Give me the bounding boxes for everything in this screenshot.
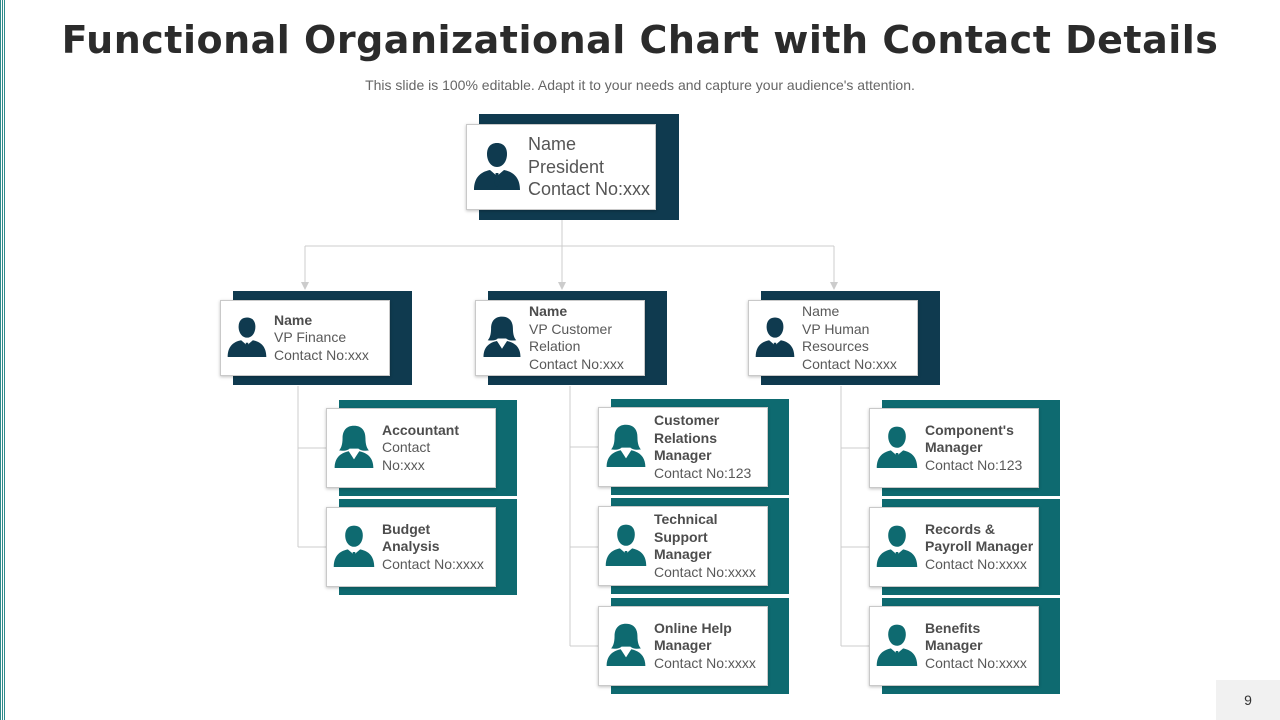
card-online-help-manager: Online Help Manager Contact No:xxxx (598, 598, 789, 694)
male-person-icon (604, 522, 648, 571)
card-face: Name President Contact No:xxx (466, 124, 656, 210)
female-person-icon (332, 424, 376, 473)
card-vp-finance: Name VP Finance Contact No:xxx (220, 291, 412, 385)
card-text: Customer Relations Manager Contact No:12… (654, 412, 751, 482)
card-face: Name VP Human Resources Contact No:xxx (748, 300, 918, 376)
rpm-contact: Contact No:xxxx (925, 555, 1027, 572)
card-president: Name President Contact No:xxx (466, 114, 679, 220)
crm-title-line-3: Manager (654, 447, 712, 463)
tsm-title-line-1: Technical (654, 511, 718, 527)
tsm-title-line-3: Manager (654, 546, 712, 562)
vp-customer-role-line-1: VP Customer (529, 320, 612, 337)
card-text: Online Help Manager Contact No:xxxx (654, 620, 756, 673)
crm-title-line-1: Customer (654, 412, 720, 428)
card-text: Accountant Contact No:xxx (382, 422, 459, 475)
cm-title-line-2: Manager (925, 439, 983, 456)
vp-finance-contact: Contact No:xxx (274, 346, 369, 363)
male-person-icon (332, 523, 376, 572)
cm-title-line-1: Component's (925, 421, 1014, 438)
vp-hr-role-line-1: VP Human (802, 320, 870, 337)
president-name: Name (528, 134, 577, 155)
ohm-title-line-2: Manager (654, 637, 712, 654)
card-face: Technical Support Manager Contact No:xxx… (598, 506, 768, 586)
crm-contact: Contact No:123 (654, 464, 752, 481)
card-accountant: Accountant Contact No:xxx (326, 400, 517, 496)
card-components-manager: Component's Manager Contact No:123 (869, 400, 1060, 496)
card-text: Budget Analysis Contact No:xxxx (382, 521, 484, 574)
card-technical-support-manager: Technical Support Manager Contact No:xxx… (598, 498, 789, 594)
vp-hr-role-line-2: Resources (802, 338, 869, 354)
card-face: Customer Relations Manager Contact No:12… (598, 407, 768, 487)
card-vp-human-resources: Name VP Human Resources Contact No:xxx (748, 291, 940, 385)
rpm-title-line-1: Records & (925, 520, 996, 537)
card-budget-analysis: Budget Analysis Contact No:xxxx (326, 499, 517, 595)
accountant-contact-line-1: Contact (382, 439, 431, 456)
bm-title-line-2: Manager (925, 637, 983, 654)
card-customer-relations-manager: Customer Relations Manager Contact No:12… (598, 399, 789, 495)
vp-customer-contact: Contact No:xxx (529, 355, 624, 372)
cm-contact: Contact No:123 (925, 456, 1023, 473)
accountant-contact-line-2: No:xxx (382, 456, 425, 473)
budget-contact: Contact No:xxxx (382, 555, 484, 572)
male-person-icon (472, 140, 522, 195)
card-face: Accountant Contact No:xxx (326, 408, 496, 488)
female-person-icon (604, 622, 648, 671)
male-person-icon (754, 315, 796, 362)
female-person-icon (604, 423, 648, 472)
accountant-title: Accountant (382, 421, 459, 438)
vp-customer-name: Name (529, 303, 568, 319)
card-benefits-manager: Benefits Manager Contact No:xxxx (869, 598, 1060, 694)
card-text: Name VP Human Resources Contact No:xxx (802, 303, 897, 373)
tsm-title-line-2: Support (654, 528, 708, 545)
card-face: Records & Payroll Manager Contact No:xxx… (869, 507, 1039, 587)
card-face: Name VP Finance Contact No:xxx (220, 300, 390, 376)
bm-title-line-1: Benefits (925, 619, 981, 636)
card-text: Benefits Manager Contact No:xxxx (925, 620, 1027, 673)
page-title: Functional Organizational Chart with Con… (61, 18, 1219, 62)
card-vp-customer-relation: Name VP Customer Relation Contact No:xxx (475, 291, 667, 385)
page-subtitle: This slide is 100% editable. Adapt it to… (365, 77, 915, 93)
vp-customer-role-line-2: Relation (529, 338, 581, 354)
ohm-contact: Contact No:xxxx (654, 654, 756, 671)
card-face: Benefits Manager Contact No:xxxx (869, 606, 1039, 686)
page-number: 9 (1216, 680, 1280, 720)
vp-finance-name: Name (274, 311, 313, 328)
card-records-payroll-manager: Records & Payroll Manager Contact No:xxx… (869, 499, 1060, 595)
ohm-title-line-1: Online Help (654, 619, 732, 636)
tsm-contact: Contact No:xxxx (654, 563, 756, 580)
male-person-icon (875, 622, 919, 671)
card-text: Name VP Finance Contact No:xxx (274, 312, 369, 365)
female-person-icon (481, 315, 523, 362)
card-text: Name VP Customer Relation Contact No:xxx (529, 303, 624, 373)
bm-contact: Contact No:xxxx (925, 654, 1027, 671)
card-face: Budget Analysis Contact No:xxxx (326, 507, 496, 587)
card-text: Records & Payroll Manager Contact No:xxx… (925, 521, 1033, 574)
card-face: Online Help Manager Contact No:xxxx (598, 606, 768, 686)
card-face: Component's Manager Contact No:123 (869, 408, 1039, 488)
card-face: Name VP Customer Relation Contact No:xxx (475, 300, 645, 376)
president-contact: Contact No:xxx (528, 179, 651, 200)
left-edge-stripe (0, 0, 6, 720)
president-role: President (528, 156, 605, 177)
card-text: Technical Support Manager Contact No:xxx… (654, 511, 756, 581)
vp-hr-name: Name (802, 303, 840, 319)
card-text: Component's Manager Contact No:123 (925, 422, 1022, 475)
rpm-title-line-2: Payroll Manager (925, 538, 1034, 555)
card-text: Name President Contact No:xxx (528, 133, 650, 201)
vp-hr-contact: Contact No:xxx (802, 355, 897, 372)
male-person-icon (875, 424, 919, 473)
male-person-icon (226, 315, 268, 362)
male-person-icon (875, 523, 919, 572)
budget-title-line-1: Budget (382, 520, 431, 537)
budget-title-line-2: Analysis (382, 538, 440, 555)
crm-title-line-2: Relations (654, 429, 718, 446)
vp-finance-role: VP Finance (274, 329, 347, 346)
